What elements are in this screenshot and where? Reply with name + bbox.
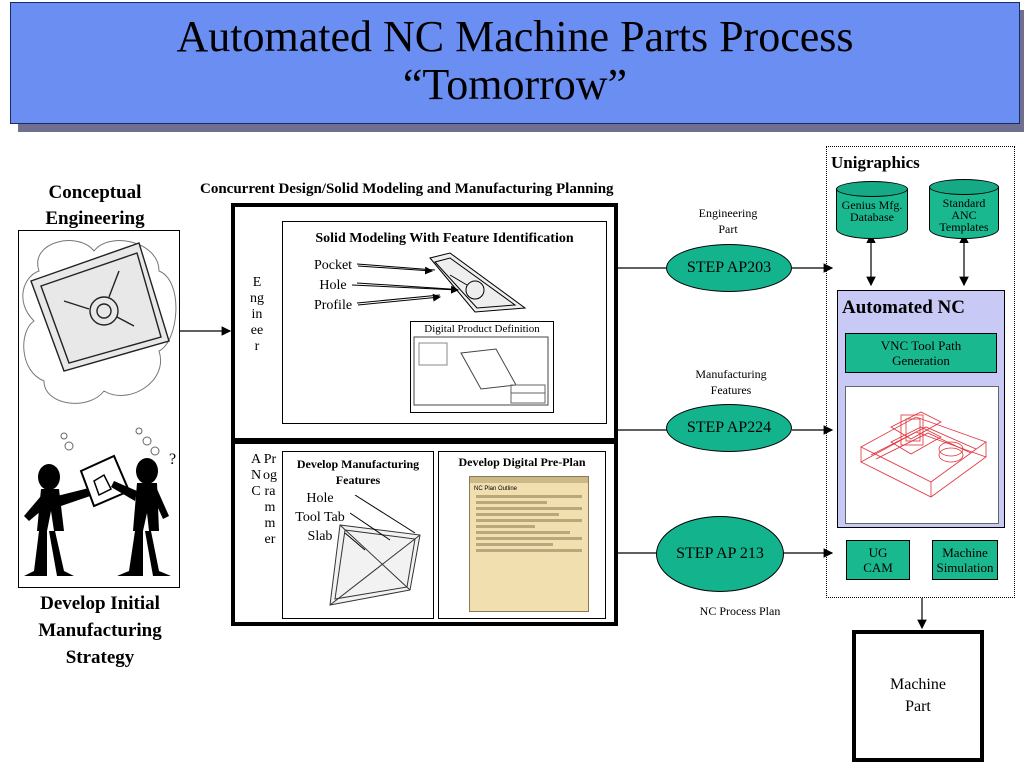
part-sketch (30, 242, 170, 372)
label-line: ANC (951, 208, 977, 222)
feature-hole: Hole (319, 278, 347, 293)
unigraphics-container: Unigraphics (826, 146, 1015, 598)
conceptual-engineering-panel: ? (18, 230, 180, 588)
mfg-part-illustration (329, 495, 421, 606)
standard-anc-templates-cylinder: Standard ANC Templates (929, 179, 999, 239)
nc-process-plan-label: NC Process Plan (699, 604, 781, 618)
label-line: Standard (942, 196, 986, 210)
machine-simulation-box: Machine Simulation (932, 540, 998, 580)
toolpath-viewport (845, 386, 999, 524)
feature-pocket: Pocket (313, 258, 353, 273)
footer-line: Develop Initial (40, 593, 160, 614)
label-line: Genius Mfg. (841, 198, 903, 212)
label-line: Generation (892, 353, 950, 368)
preplan-title: Develop Digital Pre-Plan (458, 455, 586, 469)
feature-profile: Profile (313, 298, 353, 313)
title-line-1: Automated NC Machine Parts Process (176, 12, 854, 61)
engineering-part-label: Engineering Part (680, 205, 776, 237)
anc-templates-label: Standard ANC Templates (929, 197, 999, 233)
conceptual-engineering-heading: Conceptual Engineering (30, 180, 160, 232)
toolpath-render (860, 411, 987, 498)
anc-vertical-label: ANC (250, 452, 262, 499)
programmer-vertical-label: Programmer (263, 452, 277, 547)
step-ap224-node: STEP AP224 (666, 404, 792, 452)
title-line-2: “Tomorrow” (402, 60, 628, 109)
footer-line: Manufacturing (38, 620, 162, 641)
thinking-figures-illustration: ? (22, 240, 177, 576)
label-line: Engineering (698, 206, 758, 220)
label-line: Part (718, 222, 738, 236)
engineer-vertical-label: Engineer (250, 275, 264, 354)
concurrent-design-heading: Concurrent Design/Solid Modeling and Man… (200, 181, 614, 197)
heading-line: Conceptual (48, 182, 142, 203)
solid-feature-list: Pocket Hole Profile (308, 256, 358, 316)
label-line: CAM (863, 560, 893, 575)
label-line: Simulation (936, 560, 994, 575)
unigraphics-title: Unigraphics (831, 153, 920, 172)
step-ap213-node: STEP AP 213 (656, 516, 784, 592)
develop-strategy-label: Develop Initial Manufacturing Strategy (10, 590, 190, 671)
label-line: Manufacturing (695, 367, 767, 381)
label-line: UG (868, 545, 888, 560)
automated-nc-title: Automated NC (842, 297, 965, 318)
label-line: VNC Tool Path (880, 338, 962, 353)
footer-line: Strategy (65, 647, 135, 668)
title-line: Features (335, 473, 381, 487)
heading-line: Engineering (45, 208, 145, 229)
develop-features-title: Develop Manufacturing Features (283, 456, 433, 488)
title-banner: Automated NC Machine Parts Process “Tomo… (10, 2, 1020, 124)
feature-tool-tab: Tool Tab (295, 510, 345, 525)
solid-part-illustration (356, 252, 527, 313)
label-line: Features (710, 383, 752, 397)
feature-hole: Hole (306, 491, 334, 506)
genius-mfg-database-cylinder: Genius Mfg. Database (836, 181, 908, 239)
window-menubar (470, 477, 588, 483)
ug-cam-box: UG CAM (846, 540, 910, 580)
machine-part-label: Machine Part (890, 674, 946, 718)
feature-slab: Slab (307, 529, 333, 544)
title-line: Develop Manufacturing (296, 457, 420, 471)
window-title: NC Plan Outline (474, 486, 518, 492)
label-line: Machine (890, 676, 946, 693)
manufacturing-features-label: Manufacturing Features (676, 366, 786, 398)
step-ap203-node: STEP AP203 (666, 244, 792, 292)
question-mark: ? (169, 451, 176, 468)
label-line: Machine (942, 545, 988, 560)
preplan-document-window: NC Plan Outline (469, 476, 589, 612)
drawing-sheet-icon (413, 336, 549, 406)
person-figure-right (111, 458, 171, 576)
machine-part-box: Machine Part (852, 630, 984, 762)
label-line: Templates (939, 220, 989, 234)
label-line: Database (850, 210, 894, 224)
solid-modeling-title: Solid Modeling With Feature Identificati… (315, 231, 574, 246)
genius-db-label: Genius Mfg. Database (836, 199, 908, 223)
digital-product-definition-box: Digital Product Definition (410, 321, 554, 413)
dpd-label: Digital Product Definition (424, 323, 540, 335)
vnc-tool-path-box: VNC Tool Path Generation (845, 333, 997, 373)
mfg-feature-list: Hole Tool Tab Slab (289, 489, 351, 546)
label-line: Part (905, 698, 931, 715)
